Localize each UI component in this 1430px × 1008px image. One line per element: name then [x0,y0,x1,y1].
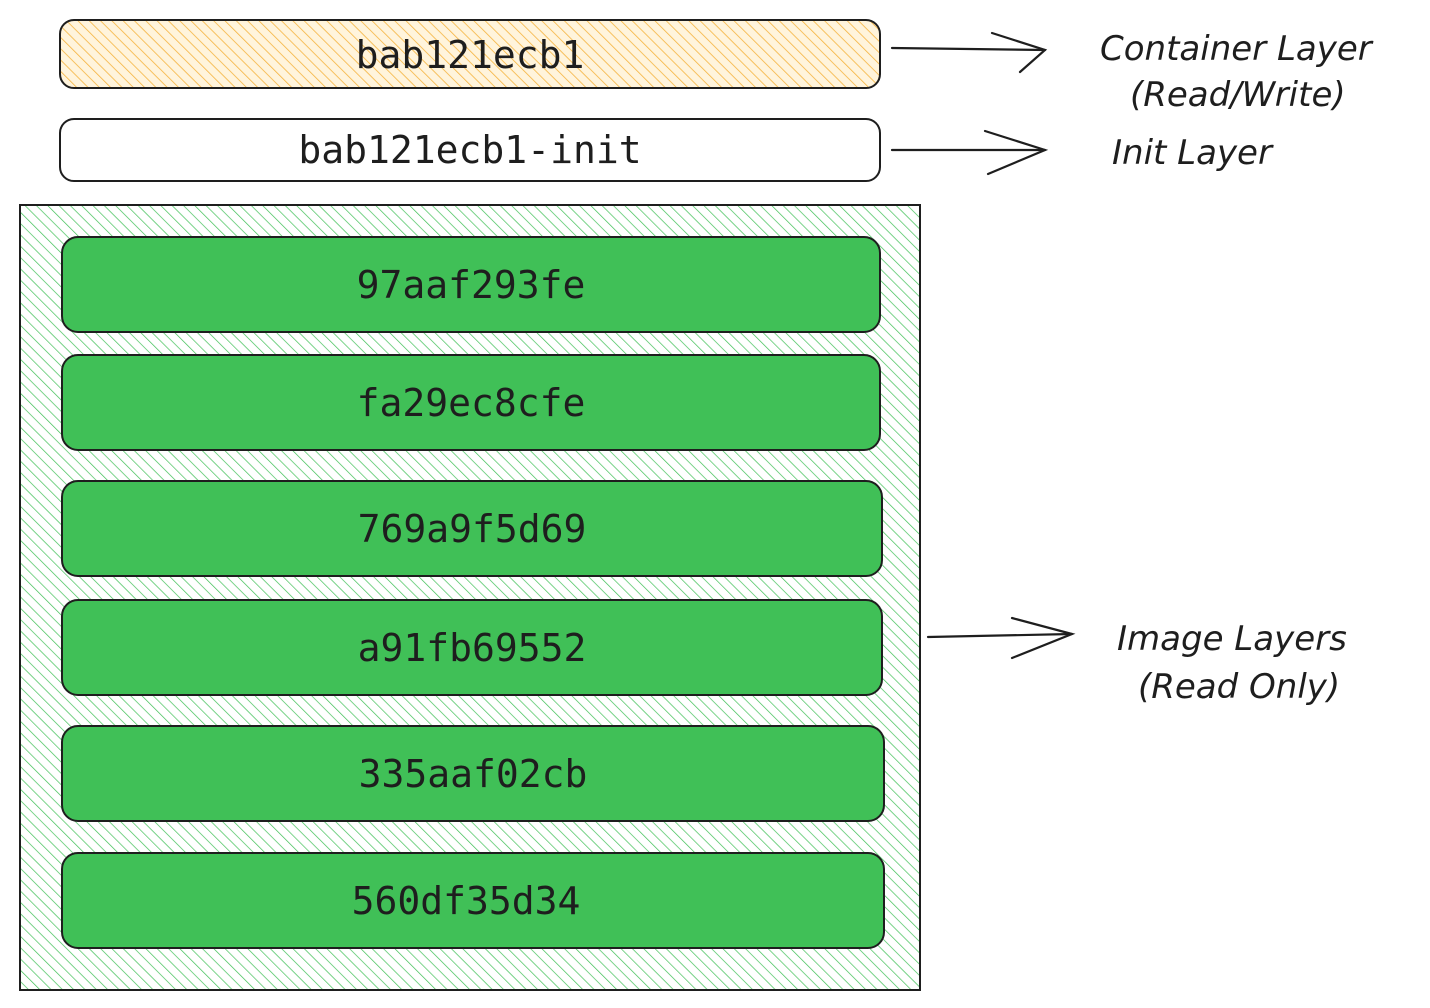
image-layer-id: fa29ec8cfe [357,381,586,425]
image-layer: fa29ec8cfe [61,354,881,451]
image-layer-box [61,725,885,822]
image-layer-box [61,354,881,451]
container-layer-label-mode: (Read/Write) [1130,75,1346,115]
image-layers-stack: 97aaf293fe fa29ec8cfe 769a9f5d69 a91fb69… [19,204,921,991]
image-layers-label: Image Layers (Read Only) [1117,619,1347,707]
image-layer: 97aaf293fe [61,236,881,333]
image-layer-id: 769a9f5d69 [358,507,587,551]
image-layer-box [61,236,881,333]
image-layer-box [61,599,883,696]
init-layer-arrow [890,129,1049,176]
init-layer-label-title: Init Layer [1112,133,1274,173]
container-layer-label-title: Container Layer [1100,29,1374,69]
container-layer-id: bab121ecb1 [356,33,585,77]
image-layer: 560df35d34 [61,852,885,949]
image-layers-label-mode: (Read Only) [1138,667,1340,707]
container-layer-label: Container Layer (Read/Write) [1100,29,1374,115]
image-layers-label-title: Image Layers [1117,619,1347,659]
container-layer-arrow [890,31,1048,74]
init-layer: bab121ecb1-init [59,118,881,182]
init-layer-box [59,118,881,182]
init-layer-id: bab121ecb1-init [298,128,641,172]
init-layer-label: Init Layer [1112,133,1274,173]
image-layer-box [61,852,885,949]
image-layer-id: 97aaf293fe [357,263,586,307]
image-layer-id: 560df35d34 [352,879,581,923]
image-layer-id: a91fb69552 [358,626,587,670]
container-layer-box [59,19,881,89]
image-layer-id: 335aaf02cb [359,752,588,796]
image-layer: 335aaf02cb [61,725,885,822]
image-layers-arrow [926,616,1076,660]
image-layer: 769a9f5d69 [61,480,883,577]
image-layer-box [61,480,883,577]
container-layer: bab121ecb1 [59,19,881,89]
image-layer: a91fb69552 [61,599,883,696]
